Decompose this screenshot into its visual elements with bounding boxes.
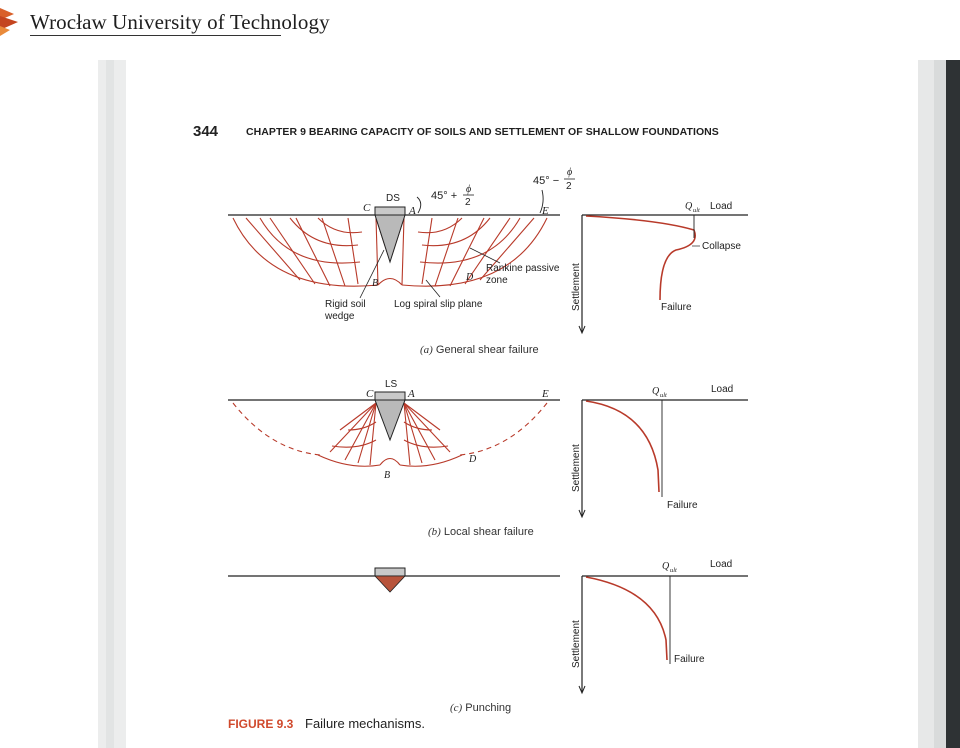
- load-settlement-curve: [585, 576, 668, 661]
- failure-label: Failure: [667, 500, 698, 511]
- footing-ds-label: DS: [386, 193, 400, 204]
- point-d-label: D: [468, 454, 477, 465]
- qult-q: Q: [662, 561, 670, 572]
- two-left: 2: [465, 197, 471, 208]
- panel-b-figure: LS C A E B D Q ult Load Failure Settleme…: [228, 379, 748, 519]
- angle-arc-left: [416, 196, 422, 214]
- log-spiral-leader: [425, 279, 441, 298]
- footing-punching: [374, 567, 406, 577]
- panel-c-load-settlement-graph: Q ult Load Failure Settlement: [571, 559, 748, 695]
- panel-c-caption: (c) Punching: [450, 702, 511, 714]
- point-a-label: A: [408, 205, 416, 217]
- point-a-label: A: [407, 388, 415, 400]
- point-b-label: B: [372, 278, 378, 289]
- footing-ls-label: LS: [385, 379, 398, 390]
- panel-a-soil-diagram: DS C A E B D 45° + ϕ 2 45° − ϕ 2 Rankine…: [228, 167, 575, 322]
- panel-a-load-settlement-graph: Q ult Load Collapse Failure Settlement: [571, 201, 748, 335]
- dashed-slip-right: [459, 402, 548, 456]
- rankine-label: Rankine passive: [486, 263, 560, 274]
- settlement-axis-arrow: [578, 509, 586, 519]
- settlement-label: Settlement: [571, 444, 582, 492]
- page-number: 344: [193, 123, 219, 140]
- angle-right-text: 45° −: [533, 175, 559, 187]
- panel-a-caption: (a) General shear failure: [420, 344, 539, 356]
- panel-b-caption-text: Local shear failure: [443, 526, 534, 538]
- zone-label: zone: [486, 275, 508, 286]
- phi-left: ϕ: [466, 184, 471, 195]
- panel-a-figure: DS C A E B D 45° + ϕ 2 45° − ϕ 2 Rankine…: [228, 167, 748, 335]
- point-c-label: C: [363, 202, 371, 214]
- settlement-axis-arrow: [578, 325, 586, 335]
- panel-b-load-settlement-graph: Q ult Load Failure Settlement: [571, 384, 748, 519]
- rigid-soil-wedge: [374, 214, 406, 264]
- collapse-label: Collapse: [702, 241, 741, 252]
- qult-q: Q: [685, 201, 693, 212]
- wedge-leader: [359, 249, 385, 299]
- two-right: 2: [566, 181, 572, 192]
- point-e-label: E: [541, 205, 549, 217]
- university-logo: [0, 0, 22, 40]
- point-d-label: D: [465, 272, 474, 283]
- header-underline: [30, 35, 281, 36]
- point-b-label: B: [384, 470, 390, 481]
- local-shear-slip-lines: [317, 402, 463, 467]
- panel-c-caption-letter: (c): [450, 702, 463, 714]
- failure-label: Failure: [661, 302, 692, 313]
- angle-left-text: 45° +: [431, 190, 457, 202]
- panel-c-soil-diagram: [228, 567, 560, 593]
- figure-title: Failure mechanisms.: [305, 716, 425, 731]
- qult-q: Q: [652, 386, 660, 397]
- footing-ds: [374, 206, 406, 216]
- settlement-label: Settlement: [571, 263, 582, 311]
- wedge-label: wedge: [324, 311, 355, 322]
- panel-a-caption-text: General shear failure: [435, 344, 539, 356]
- qult-sub: ult: [660, 392, 667, 399]
- figure-label: FIGURE 9.3: [228, 717, 294, 731]
- failure-label: Failure: [674, 654, 705, 665]
- load-settlement-curve: [585, 400, 660, 493]
- panel-a-caption-letter: (a): [420, 344, 433, 356]
- panel-b-caption: (b) Local shear failure: [428, 526, 534, 538]
- panel-c-caption-text: Punching: [465, 702, 512, 714]
- rigid-soil-label: Rigid soil: [325, 299, 366, 310]
- panel-b-caption-letter: (b): [428, 526, 441, 538]
- header-bar: Wrocław University of Technology: [0, 0, 960, 40]
- point-e-label: E: [541, 388, 549, 400]
- running-head: CHAPTER 9 BEARING CAPACITY OF SOILS AND …: [246, 126, 719, 138]
- point-c-label: C: [366, 388, 374, 400]
- scanned-page-background: [98, 60, 960, 748]
- phi-right: ϕ: [567, 167, 572, 178]
- load-settlement-curve: [585, 215, 696, 301]
- settlement-label: Settlement: [571, 620, 582, 668]
- settlement-axis-arrow: [578, 685, 586, 695]
- load-label: Load: [710, 201, 732, 212]
- load-label: Load: [710, 559, 732, 570]
- panel-b-soil-diagram: LS C A E B D: [228, 379, 560, 481]
- dashed-slip-left: [232, 402, 321, 456]
- punching-wedge: [374, 575, 406, 593]
- angle-arc-right: [539, 189, 544, 214]
- university-name: Wrocław University of Technology: [30, 10, 330, 34]
- soil-wedge: [374, 399, 406, 442]
- panel-c-figure: Q ult Load Failure Settlement: [228, 559, 748, 695]
- log-spiral-label: Log spiral slip plane: [394, 299, 483, 310]
- qult-sub: ult: [693, 207, 700, 214]
- rankine-leader: [469, 247, 501, 264]
- load-label: Load: [711, 384, 733, 395]
- qult-sub: ult: [670, 567, 677, 574]
- footing-ls: [374, 391, 406, 401]
